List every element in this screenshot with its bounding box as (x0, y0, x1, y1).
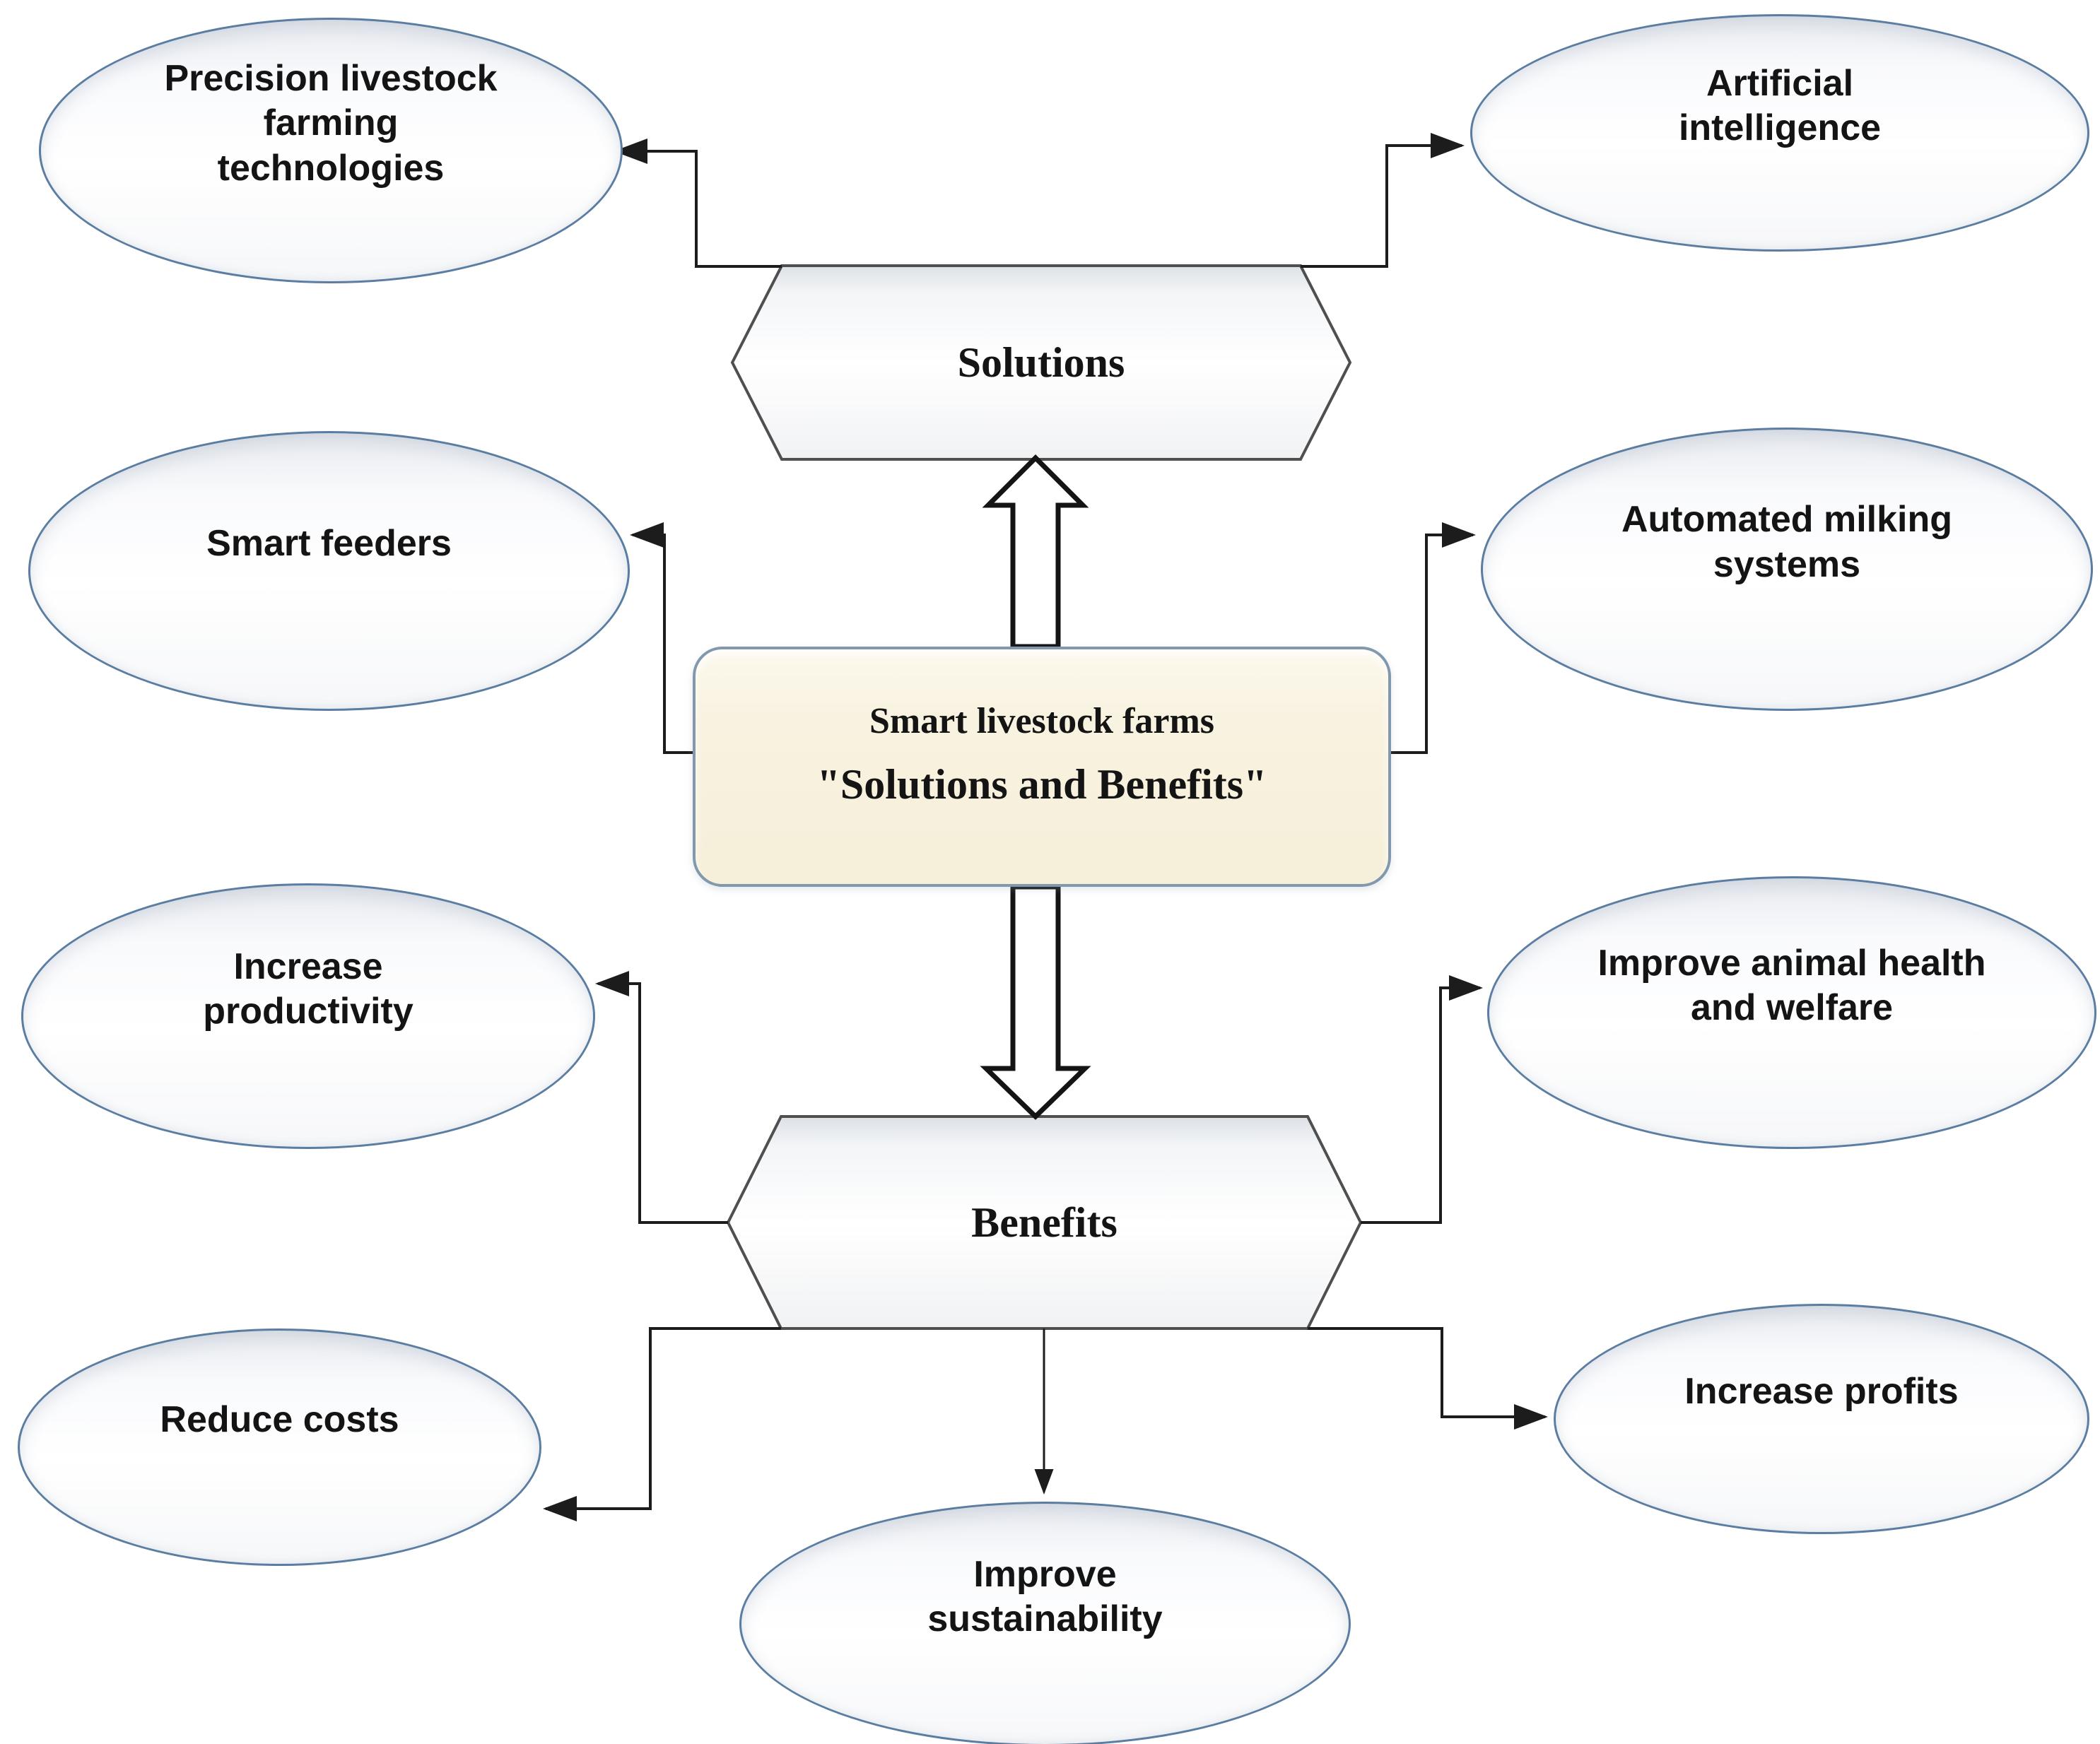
node-label: Smart feeders (206, 523, 452, 565)
center-box-title: Smart livestock farms (869, 701, 1215, 741)
block-arrow-up-icon (982, 454, 1089, 649)
node-label: Automated milking systems (1621, 499, 1953, 585)
benefits-hexagon-label-box: Benefits (728, 1116, 1361, 1328)
node-improve-sustainability: Improve sustainability (739, 1502, 1351, 1744)
node-reduce-costs: Reduce costs (18, 1328, 541, 1566)
connector-benefits-to-reduce-costs (543, 1327, 781, 1521)
node-increase-productivity: Increase productivity (21, 883, 595, 1149)
node-improve-animal-health-and-welfare: Improve animal health and welfare (1487, 876, 2096, 1149)
node-label: Improve sustainability (927, 1553, 1163, 1639)
connector-box-to-automated-milking (1390, 522, 1476, 754)
node-smart-feeders: Smart feeders (28, 431, 630, 711)
node-precision-livestock-farming-technologies: Precision livestock farming technologies (39, 18, 623, 283)
connector-box-to-smart-feeders (630, 522, 694, 754)
node-label: Increase profits (1684, 1371, 1959, 1413)
connector-benefits-to-increase-profits (1308, 1327, 1548, 1430)
solutions-label: Solutions (957, 338, 1125, 386)
node-artificial-intelligence: Artificial intelligence (1470, 14, 2089, 252)
node-label: Artificial intelligence (1678, 62, 1882, 148)
node-label: Precision livestock farming technologies (164, 57, 498, 189)
node-label: Increase productivity (203, 945, 413, 1032)
node-automated-milking-systems: Automated milking systems (1481, 428, 2093, 711)
center-box-subtitle: "Solutions and Benefits" (816, 761, 1267, 808)
smart-livestock-farms-box: Smart livestock farms "Solutions and Ben… (693, 647, 1391, 887)
connector-solutions-to-artificial-intelligence (1301, 133, 1465, 268)
solutions-hexagon-label-box: Solutions (732, 266, 1350, 459)
connector-solutions-to-precision (614, 139, 782, 268)
connector-benefits-to-increase-productivity (595, 971, 728, 1224)
block-arrow-down-icon (980, 884, 1091, 1120)
node-increase-profits: Increase profits (1554, 1304, 2089, 1534)
connector-benefits-to-improve-animal-health (1361, 975, 1483, 1224)
node-label: Reduce costs (160, 1399, 399, 1441)
node-label: Improve animal health and welfare (1597, 942, 1986, 1028)
benefits-label: Benefits (971, 1198, 1118, 1246)
